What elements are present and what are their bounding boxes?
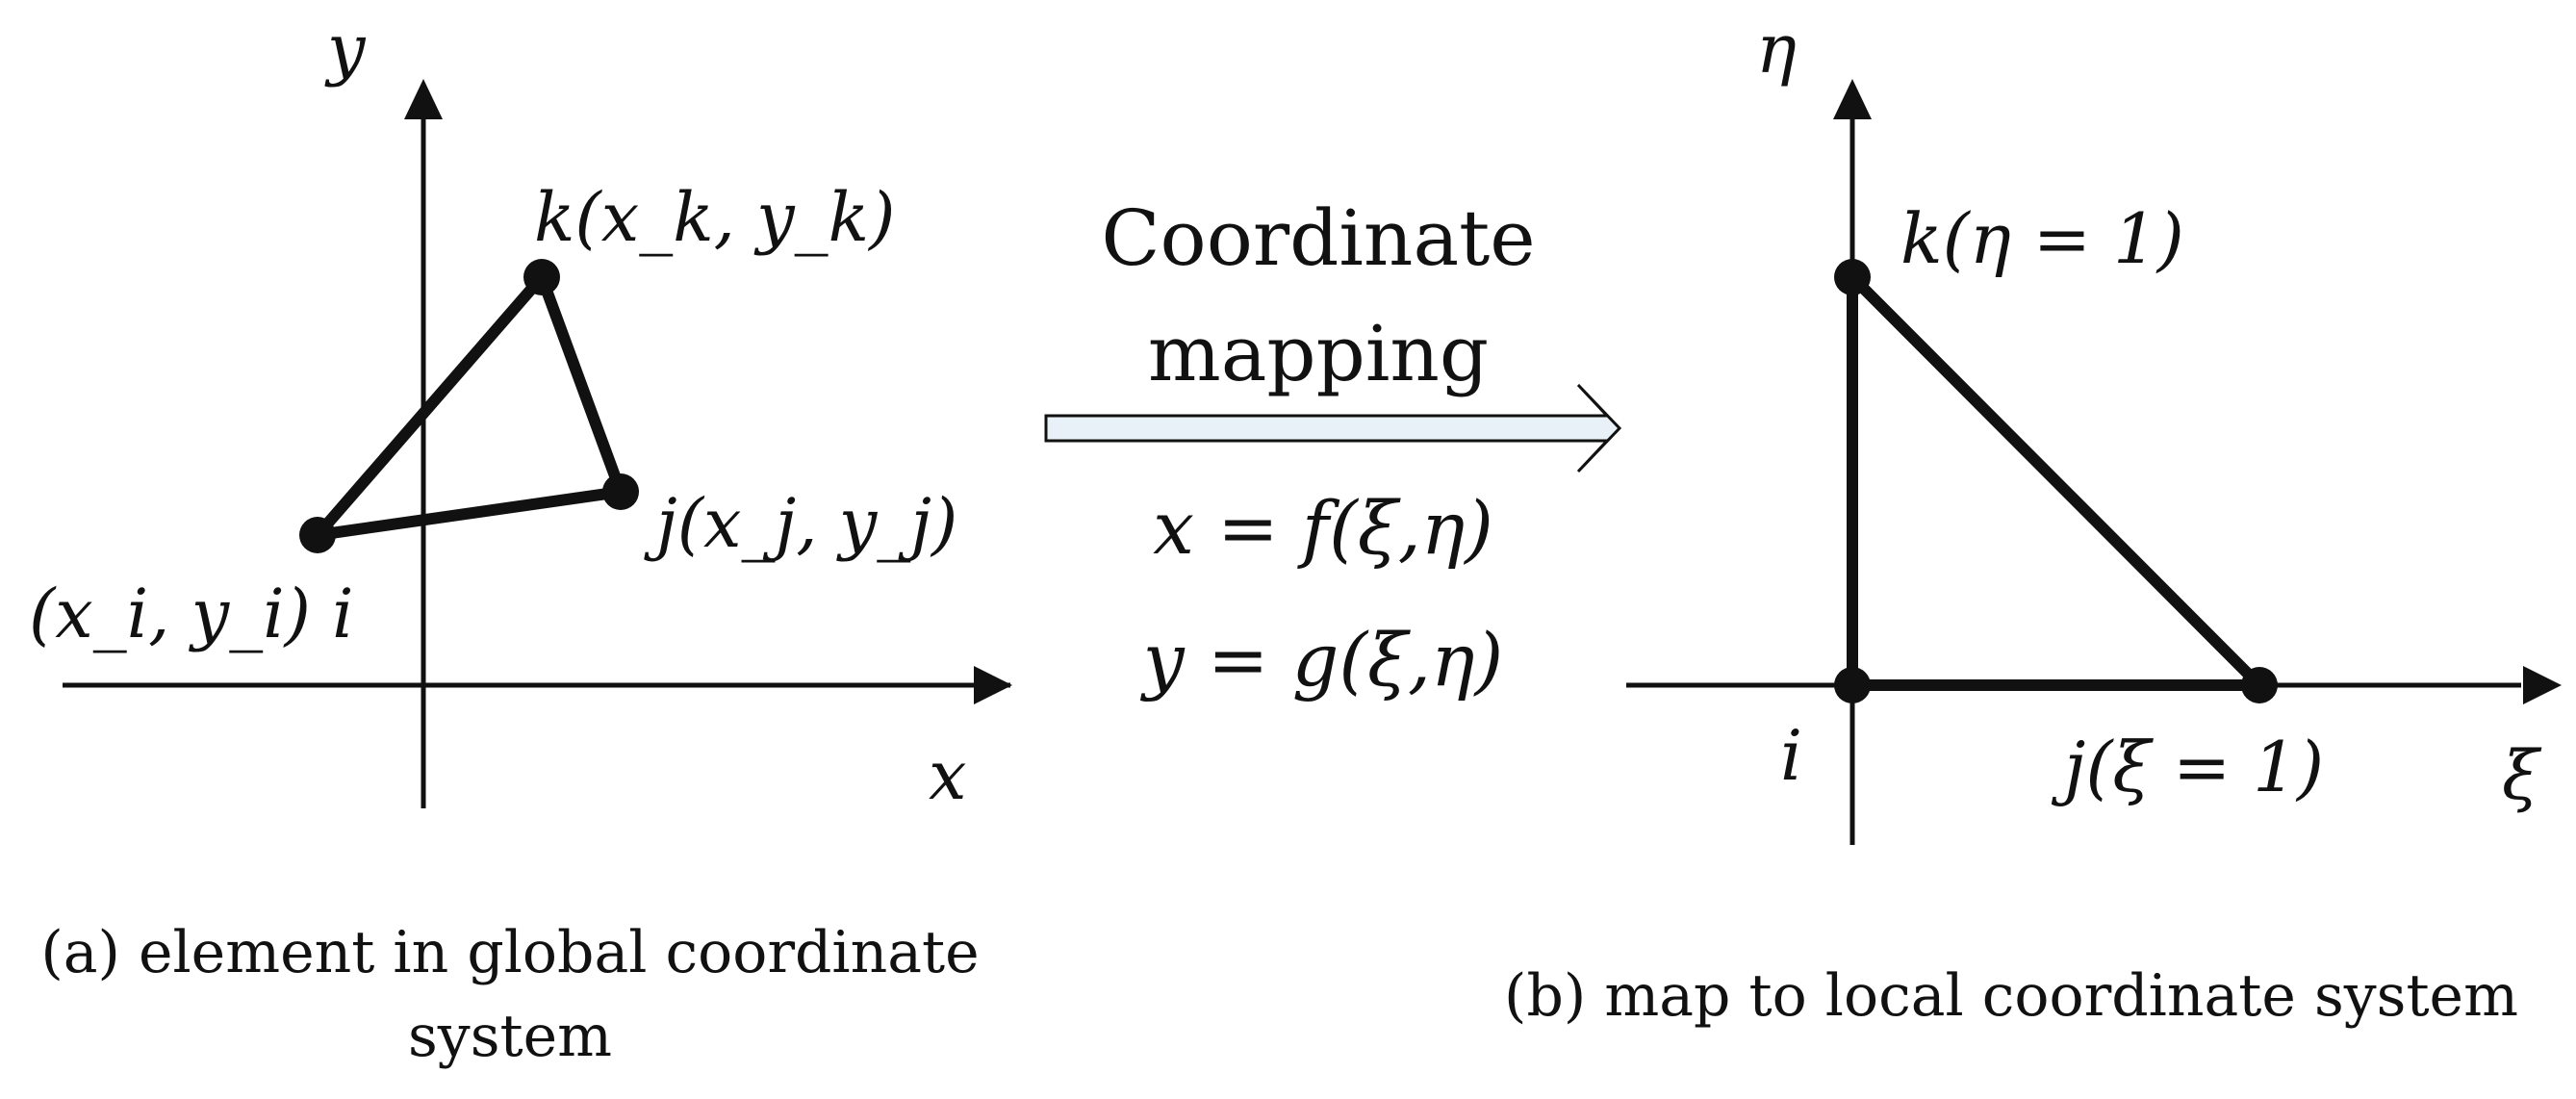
local-node-j-point	[2241, 667, 2278, 703]
left-caption-line1: (a) element in global coordinate	[40, 919, 979, 986]
mapping-arrow	[1044, 383, 1622, 473]
local-node-i-point	[1834, 667, 1871, 703]
left-x-axis-label: x	[929, 736, 966, 815]
node-k-label: k(x_k, y_k)	[534, 178, 895, 257]
right-xi-axis-label: ξ	[2502, 736, 2542, 815]
mapping-title-line2: mapping	[1148, 309, 1489, 398]
left-caption-line2: system	[408, 1003, 612, 1070]
node-j-label: j(x_j, y_j)	[644, 484, 957, 563]
local-node-k-label: k(η = 1)	[1900, 198, 2184, 279]
left-x-axis-arrowhead	[974, 666, 1012, 704]
mapping-equation-y: y = g(ξ,η)	[1140, 617, 1503, 703]
node-j-point	[602, 473, 639, 510]
node-k-point	[523, 259, 560, 295]
local-triangle-element	[1847, 263, 2274, 691]
right-xi-axis-arrowhead	[2523, 666, 2562, 704]
local-node-i-label: i	[1780, 715, 1802, 796]
right-caption: (b) map to local coordinate system	[1504, 962, 2518, 1030]
local-node-k-point	[1834, 259, 1871, 295]
mapping-section: Coordinate mapping x = f(ξ,η) y = g(ξ,η)	[1044, 193, 1622, 703]
node-i-label: (x_i, y_i) i	[29, 575, 354, 653]
mapping-title-line1: Coordinate	[1101, 193, 1535, 283]
local-node-j-label: j(ξ = 1)	[2051, 727, 2324, 807]
mapping-equation-x: x = f(ξ,η)	[1153, 485, 1493, 571]
left-y-axis-label: y	[324, 10, 367, 89]
right-eta-axis-arrowhead	[1833, 79, 1872, 119]
right-panel: η ξ k(η = 1) i j(ξ = 1) (b) map to local…	[1504, 10, 2562, 1030]
node-i-point	[299, 517, 336, 553]
left-panel: y x k(x_k, y_k) j(x_j, y_j) (x_i, y_i) i…	[29, 10, 1012, 1070]
global-triangle-element	[302, 266, 629, 544]
right-eta-axis-label: η	[1756, 10, 1797, 89]
left-y-axis-arrowhead	[404, 79, 443, 119]
